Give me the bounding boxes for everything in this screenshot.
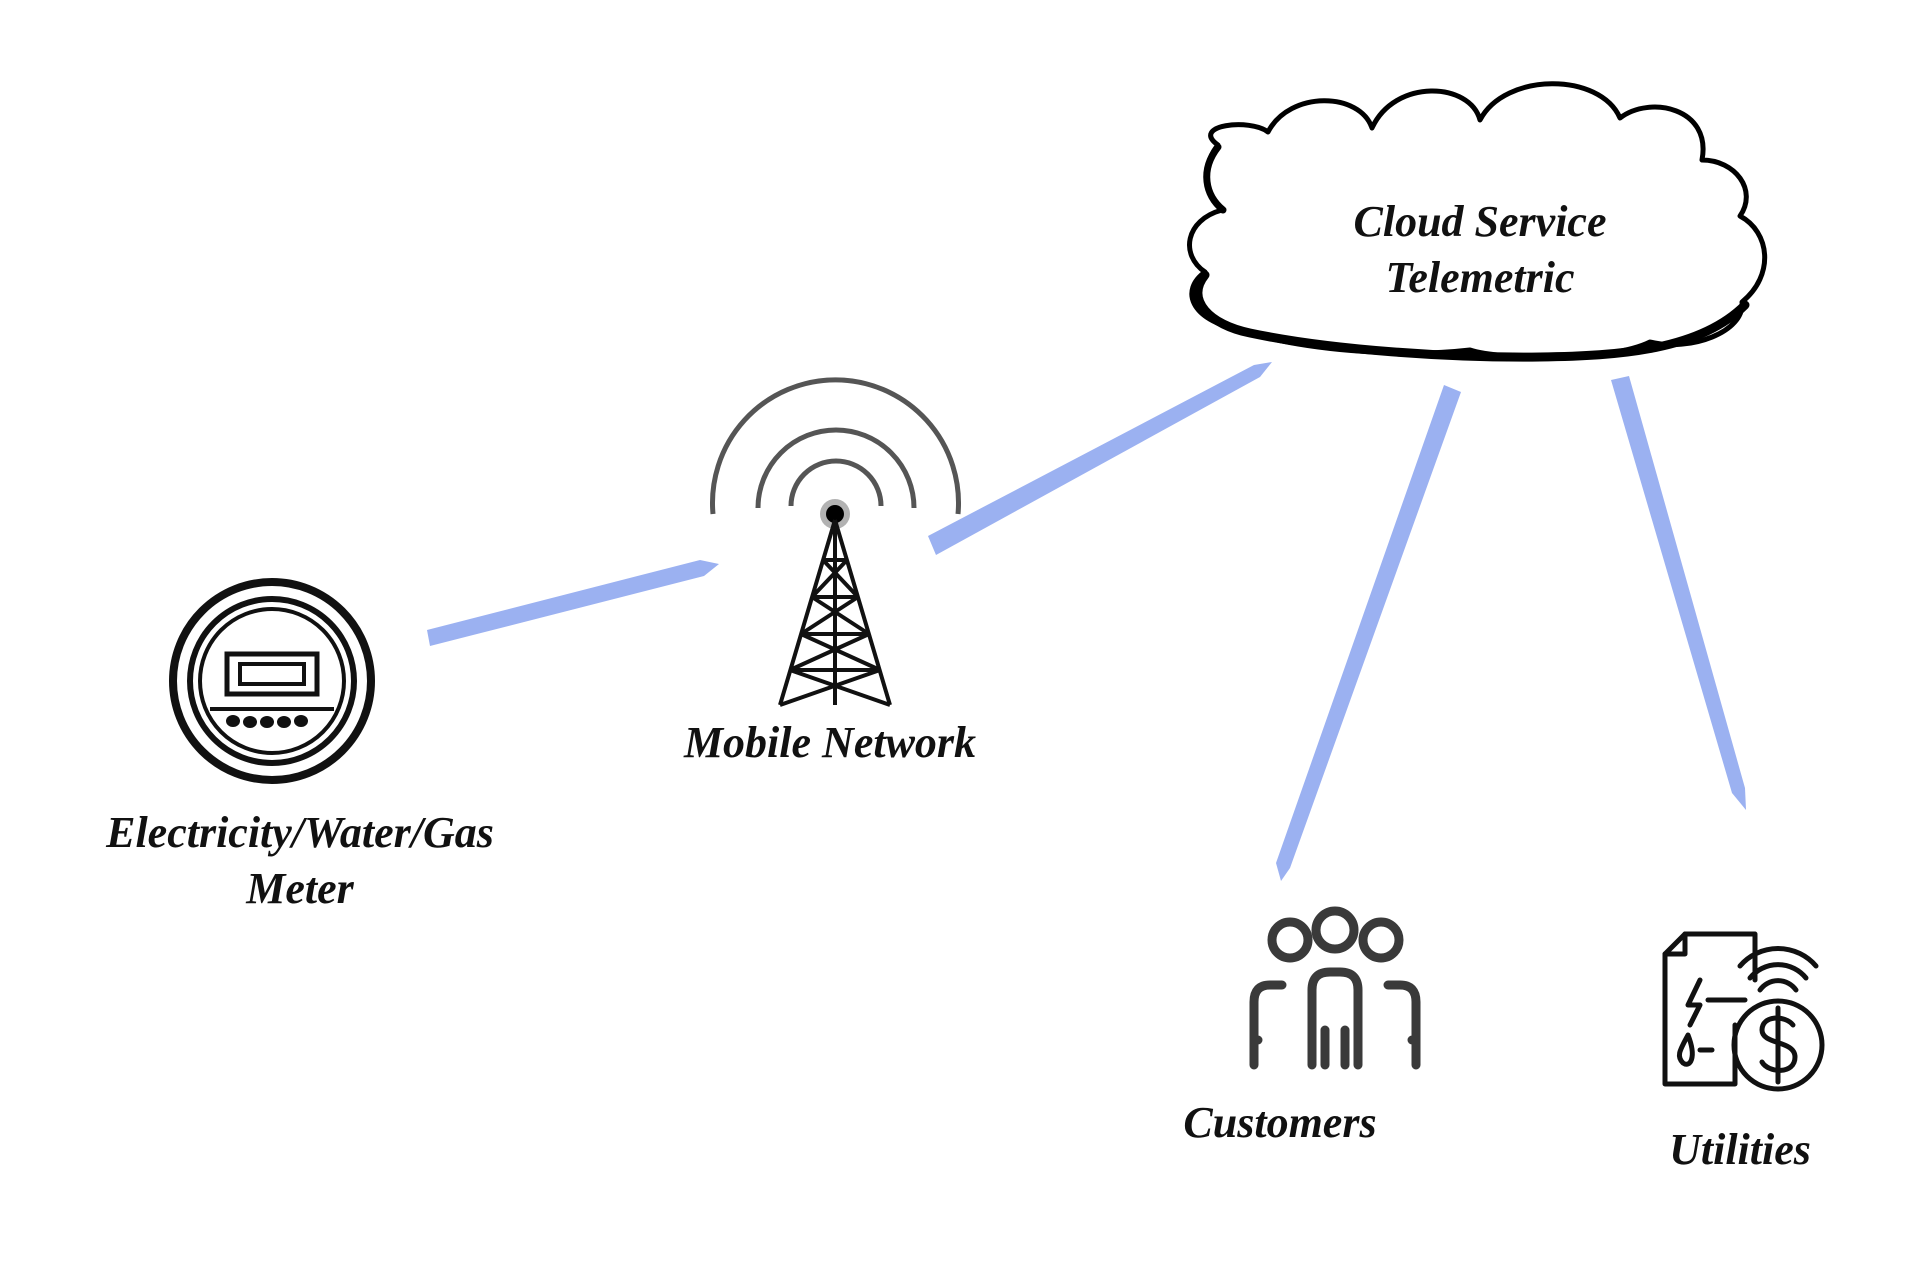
cloud-label-line1: Cloud Service bbox=[1353, 197, 1607, 246]
meter-label-line1: Electricity/Water/Gas bbox=[106, 808, 494, 857]
meter-icon bbox=[169, 578, 375, 784]
utilities-label-text: Utilities bbox=[1669, 1125, 1811, 1174]
links bbox=[427, 362, 1746, 881]
utility-bill-icon bbox=[1662, 931, 1825, 1092]
people-group-icon bbox=[1249, 906, 1421, 1070]
customers-label-text: Customers bbox=[1183, 1098, 1377, 1147]
mobile-network-label-text: Mobile Network bbox=[683, 718, 977, 767]
customers-label: Customers bbox=[1110, 1095, 1450, 1151]
link-meter-to-mobile bbox=[427, 560, 719, 646]
meter-label-line2: Meter bbox=[246, 864, 354, 913]
link-cloud-to-utilities bbox=[1611, 376, 1746, 810]
cell-tower-icon bbox=[710, 377, 961, 707]
cloud-icon bbox=[1187, 81, 1768, 362]
cloud-service-label: Cloud Service Telemetric bbox=[1290, 194, 1670, 306]
mobile-network-label: Mobile Network bbox=[630, 715, 1030, 771]
utilities-label: Utilities bbox=[1600, 1122, 1880, 1178]
link-mobile-to-cloud bbox=[928, 362, 1272, 555]
meter-label: Electricity/Water/Gas Meter bbox=[40, 805, 560, 917]
link-cloud-to-customers bbox=[1276, 385, 1461, 881]
cloud-label-line2: Telemetric bbox=[1385, 253, 1575, 302]
